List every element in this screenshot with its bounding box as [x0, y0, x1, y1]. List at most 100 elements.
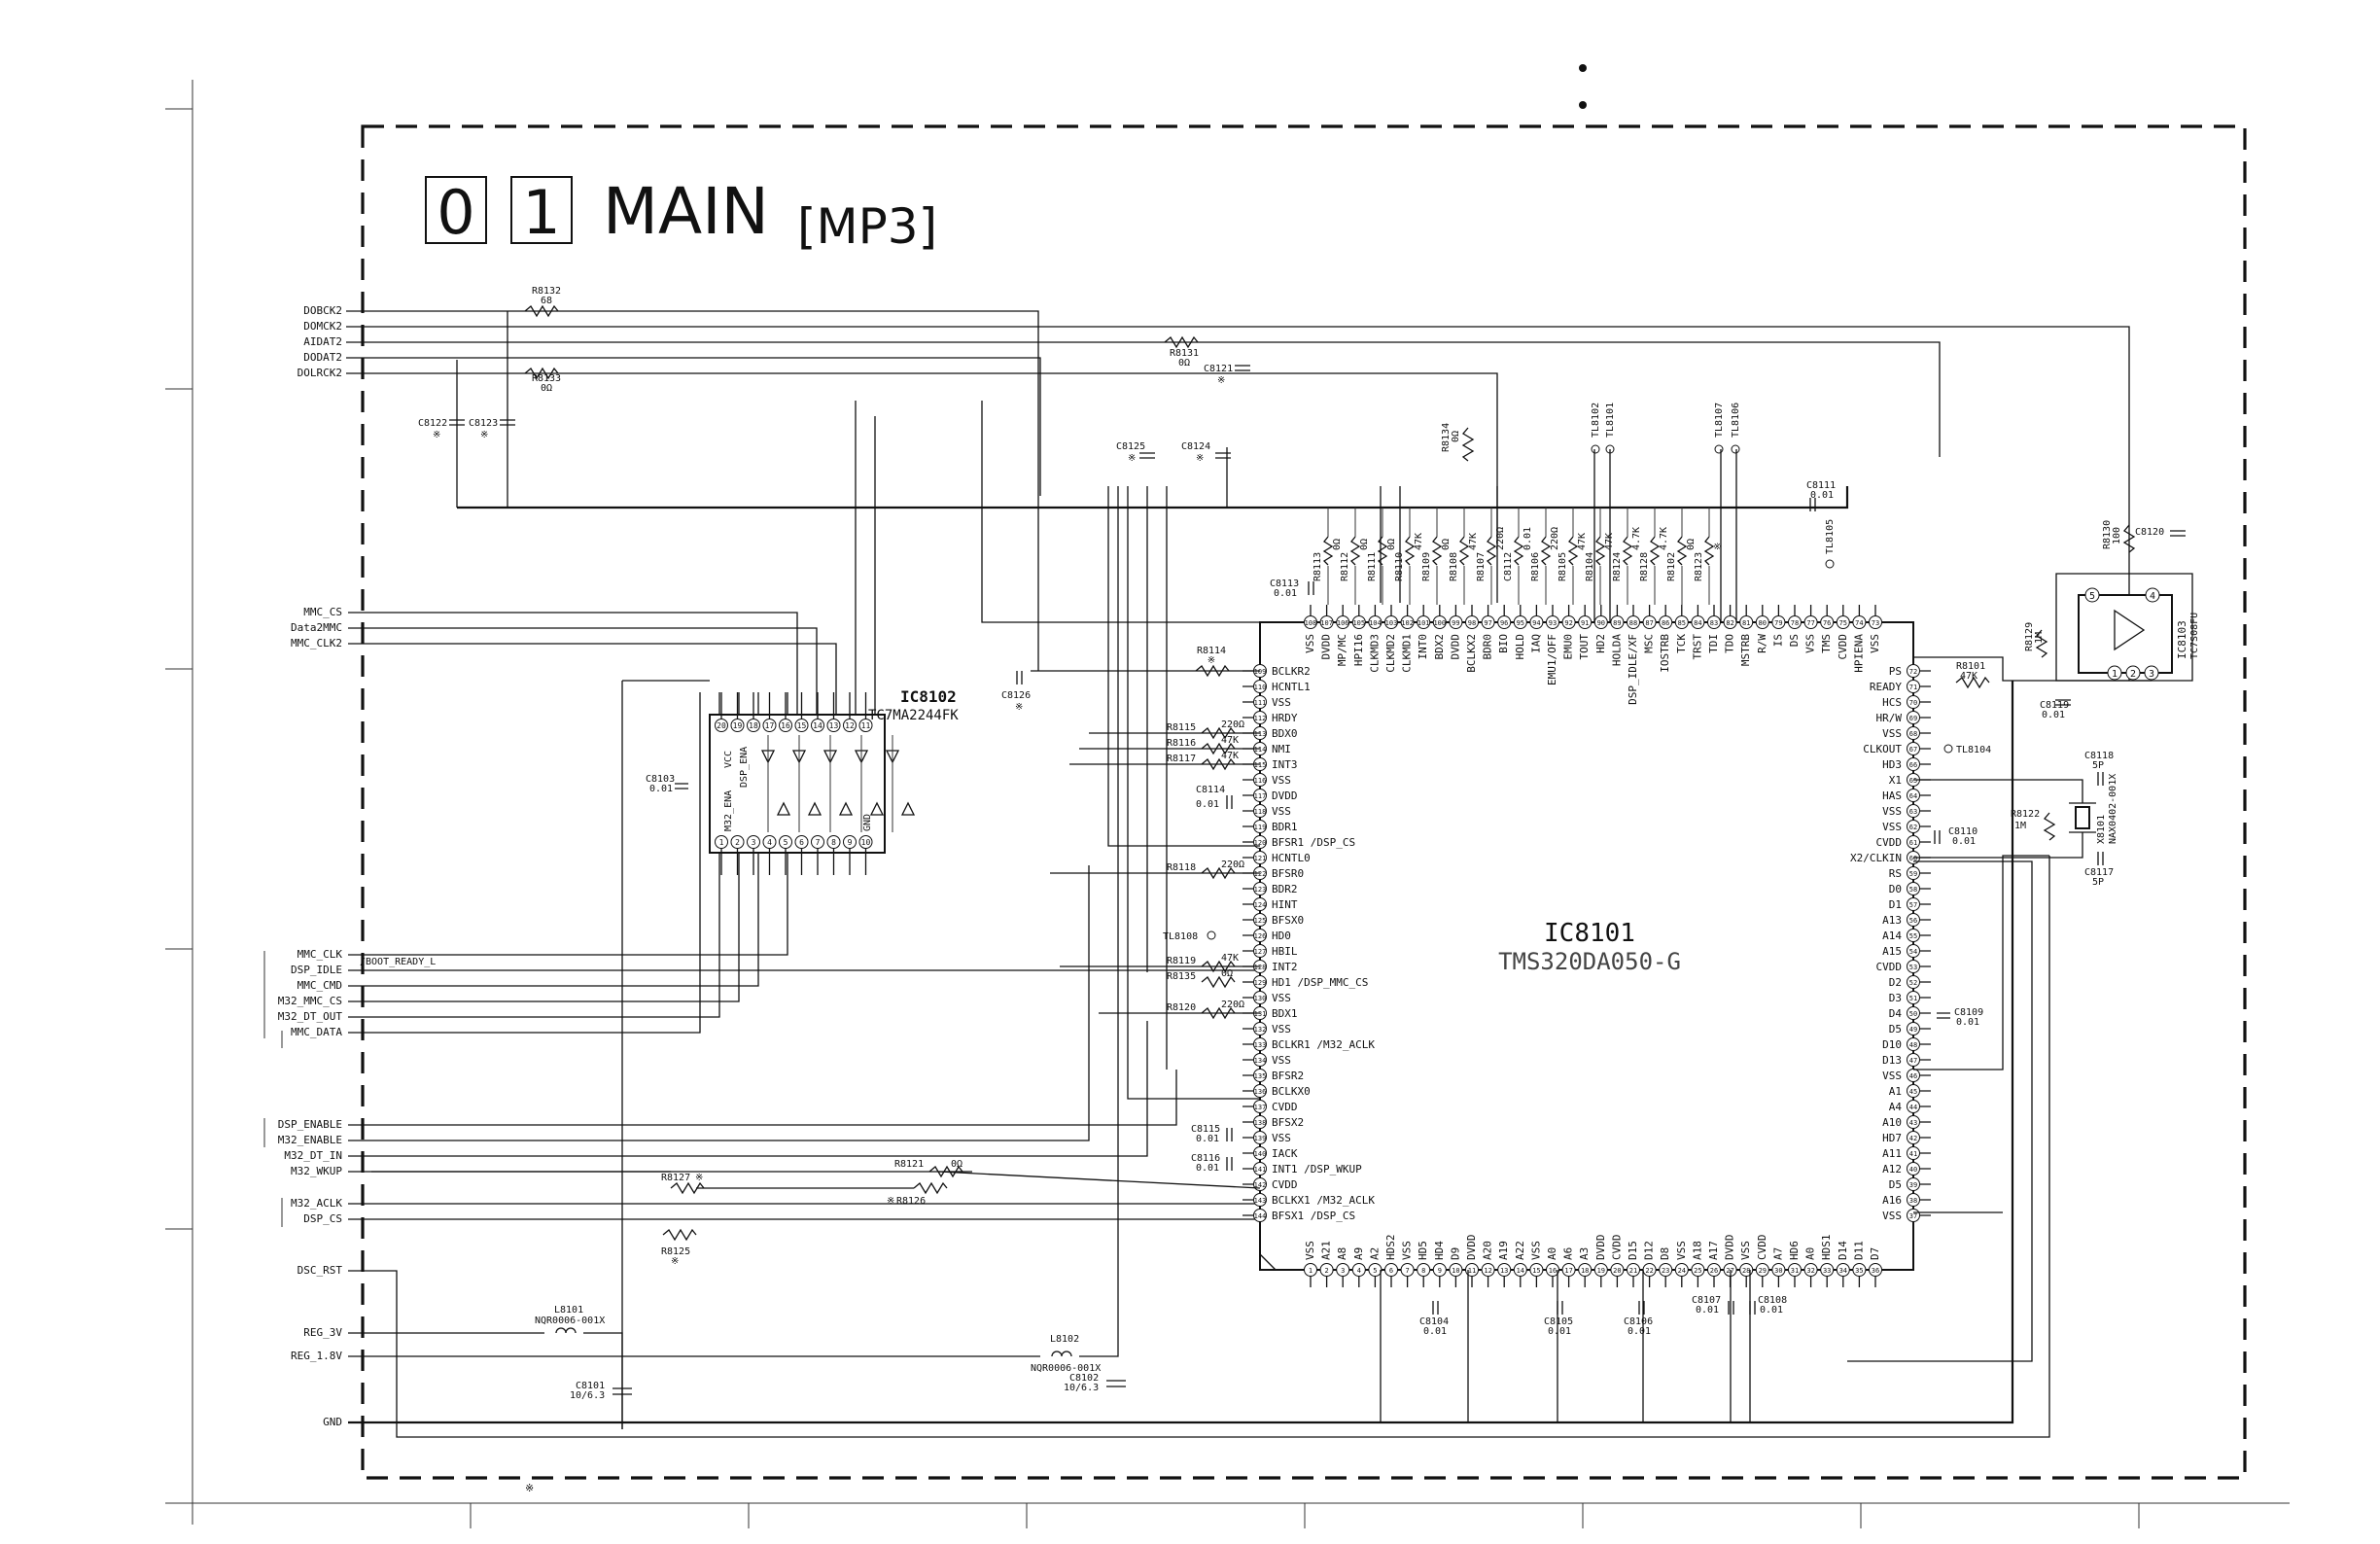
c8117-ref: C8117 [2084, 867, 2114, 878]
c8121-value: ※ [1217, 375, 1225, 386]
ic8101-pin-num-31: 31 [1791, 1267, 1799, 1275]
ic8101-pin-num-117: 117 [1254, 792, 1267, 800]
ic8101-pin-name-12: A20 [1482, 1241, 1494, 1260]
ic8101-pin-num-45: 45 [1909, 1088, 1917, 1096]
conn-m32-dt-out: M32_DT_OUT [278, 1010, 343, 1023]
ic8101-pin-num-99: 99 [1452, 619, 1459, 627]
ic8101-pin-141 [1253, 1162, 1267, 1176]
r8132-ref: R8132 [532, 286, 561, 297]
ic8101-pin-name-33: HDS1 [1820, 1235, 1833, 1261]
ic8101-pin-name-117: DVDD [1272, 790, 1298, 802]
r8121-ref: R8121 [894, 1159, 924, 1170]
r8121-value: 0Ω [951, 1159, 962, 1170]
ic8101-pin-71 [1907, 680, 1920, 693]
ic8101-pin-name-45: A1 [1889, 1085, 1902, 1098]
ic8101-pin-name-50: D4 [1889, 1007, 1903, 1020]
ic8101-pin-num-114: 114 [1254, 746, 1267, 754]
ic8101-pin-num-5: 5 [1373, 1267, 1377, 1275]
ic8101-pin-name-110: HCNTL1 [1272, 681, 1311, 693]
r8122-value: 1M [2014, 821, 2026, 831]
top-resistor-bank: R81130ΩR81120ΩR81110ΩR811047KR81090ΩR810… [1312, 508, 1724, 605]
c8106-ref: C8106 [1624, 1316, 1653, 1327]
conn-mmc-clk2: MMC_CLK2 [291, 637, 342, 649]
ic8101-pin-num-128: 128 [1254, 964, 1267, 971]
ic8102-pin-num-16: 16 [781, 721, 790, 730]
ic8101-pin-55 [1907, 929, 1920, 942]
ic8101-pin-61 [1907, 835, 1920, 849]
ic8101-pin-79 [1771, 615, 1786, 629]
ic8101-pin-45 [1907, 1084, 1920, 1098]
ic8101-pin-num-88: 88 [1629, 619, 1637, 627]
ic8101-pin-name-34: D14 [1837, 1241, 1849, 1260]
ic8101-pin-num-65: 65 [1909, 777, 1917, 785]
ic8101-pin-num-26: 26 [1710, 1267, 1718, 1275]
ic8101-pin-name-28: VSS [1739, 1241, 1752, 1260]
ic8101-pin-num-112: 112 [1254, 715, 1267, 722]
c8114-ref: C8114 [1196, 785, 1225, 795]
c8119-ref: C8119 [2040, 700, 2069, 711]
r8116-ref: R8116 [1167, 738, 1196, 749]
ic8101-pin-120 [1253, 835, 1267, 849]
ic8102-pin-num-11: 11 [861, 721, 871, 730]
ic8102-pin-6 [794, 835, 809, 849]
c8116-value: 0.01 [1196, 1163, 1219, 1174]
top-bank-resistor [1567, 536, 1579, 566]
ic8101-pin-name-108: VSS [1304, 634, 1316, 653]
ic8101-pin-num-107: 107 [1320, 619, 1333, 627]
ic8101-pin-num-38: 38 [1909, 1197, 1917, 1205]
conn-m32-wkup: M32_WKUP [291, 1165, 342, 1177]
ic8101-pin-name-59: RS [1889, 867, 1902, 880]
title-block: 0 1 MAIN [MP3] [425, 174, 937, 255]
page-frame [165, 64, 2290, 1528]
c8105-ref: C8105 [1544, 1316, 1573, 1327]
c8123-value: ※ [480, 430, 488, 440]
ic8101-pin-name-44: A4 [1889, 1101, 1903, 1113]
ic8101-pin-name-90: HD2 [1594, 634, 1607, 653]
ic8101-pin-num-94: 94 [1532, 619, 1540, 627]
ic8101-pin-name-31: HD6 [1788, 1241, 1801, 1260]
ic8101-pin-num-72: 72 [1909, 668, 1917, 676]
top-bank-value-9: 47K [1577, 533, 1588, 550]
ic8101-pin-name-91: TOUT [1578, 634, 1591, 660]
ic8102-pin-17 [762, 719, 777, 732]
ic8101-pin-name-27: DVDD [1724, 1235, 1736, 1261]
r8118-ref: R8118 [1167, 862, 1196, 873]
ic8101-pin-num-90: 90 [1597, 619, 1605, 627]
ic8102-pin-16 [779, 719, 792, 732]
ic8101-pin-80 [1755, 615, 1769, 629]
ic8101-pin-num-21: 21 [1629, 1267, 1637, 1275]
ic8101-pin-15 [1529, 1263, 1544, 1277]
ic8101-pin-name-5: A2 [1368, 1247, 1381, 1260]
ic8101-pin-6 [1384, 1263, 1398, 1277]
ic8101-pin-name-49: D5 [1889, 1023, 1902, 1035]
ic8101-pin-num-122: 122 [1254, 870, 1267, 878]
ic8101-pin-name-109: BCLKR2 [1272, 665, 1311, 678]
ic8101-pin-num-89: 89 [1613, 619, 1621, 627]
r8116-value: 47K [1221, 735, 1239, 746]
top-bank-resistor [1703, 536, 1715, 566]
ic8102-pin-4 [762, 835, 777, 849]
ic8101-pin-num-54: 54 [1909, 948, 1917, 956]
crystal-ref: X8101 [2096, 815, 2107, 844]
ic8101-pin-name-35: D11 [1852, 1241, 1865, 1260]
ic8102-gnd-label: GND [862, 814, 873, 831]
ic8101-pin-num-43: 43 [1909, 1119, 1917, 1127]
top-bank-ref-0: R8113 [1312, 552, 1323, 581]
ic8101-pin-57 [1907, 897, 1920, 911]
ic8101-pin-name-6: HDS2 [1384, 1235, 1397, 1261]
top-bank-value-7: 0.01 [1522, 527, 1533, 550]
c8106-value: 0.01 [1628, 1326, 1651, 1337]
c8101-ref: C8101 [576, 1381, 605, 1391]
ic8101-pin-name-61: CVDD [1876, 836, 1903, 849]
ic8101-pin-124 [1253, 897, 1267, 911]
ic8101-pin-103 [1384, 615, 1398, 629]
r8130-ref: R8130 [2102, 520, 2113, 549]
ic8102-pin-14 [811, 719, 824, 732]
ic8101-pin-name-82: TDO [1724, 634, 1736, 653]
ic8101-pin-num-109: 109 [1254, 668, 1267, 676]
ic8101-pin-name-105: HPI16 [1352, 634, 1365, 666]
ic8101-pin-num-4: 4 [1357, 1267, 1361, 1275]
title-box-2: 1 [522, 177, 560, 248]
ic8101-pin-138 [1253, 1115, 1267, 1129]
